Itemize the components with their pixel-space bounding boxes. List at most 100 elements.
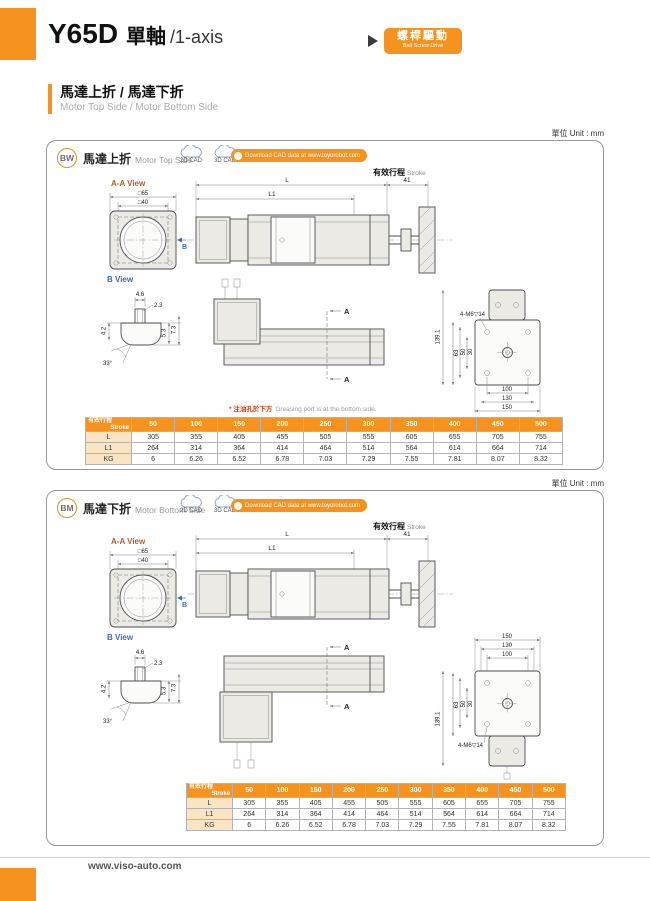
spec-value-cell: 564	[431, 808, 467, 820]
spec-value-cell: 6.78	[260, 453, 305, 465]
unit-label: 單位 Unit : mm	[551, 479, 604, 488]
stroke-col-header: 450	[475, 417, 520, 432]
spec-value-cell: 505	[303, 431, 348, 443]
spec-value-cell: 6.52	[298, 819, 333, 831]
aa-view-drawing: □65 □40 B	[109, 549, 187, 628]
spec-value-cell: 264	[130, 442, 176, 454]
row-label-cell: L	[85, 431, 132, 443]
dim-139: 139.1	[436, 711, 442, 727]
spec-value-cell: 6.26	[265, 819, 300, 831]
dim-63: 63	[454, 349, 460, 356]
cad-links: 2D CAD 3D CAD	[177, 145, 239, 164]
cad-3d-label: 3D CAD	[213, 158, 236, 164]
triangle-icon	[368, 35, 378, 47]
panel-title: 馬達下折 Motor Bottom Side	[83, 500, 205, 517]
title-axis: /1-axis	[170, 27, 224, 47]
download-cad-button[interactable]: ↓ Download CAD data at www.toyorobot.com	[231, 149, 368, 162]
side-view: A A	[219, 643, 385, 769]
section-a-label: A	[344, 375, 350, 384]
spec-value-cell: 755	[531, 797, 567, 809]
spec-value-cell: 364	[217, 442, 262, 454]
stroke-col-header: 300	[398, 783, 433, 798]
spec-value-cell: 614	[465, 808, 500, 820]
aa-view-drawing: □65 □40 B	[109, 191, 187, 270]
spec-value-cell: 6.52	[217, 453, 262, 465]
spec-value-cell: 555	[398, 797, 433, 809]
row-label-cell: L1	[186, 808, 233, 820]
badge-pill: 螺桿驅動 Ball Screw Drive	[384, 28, 462, 54]
spec-value-cell: 355	[265, 797, 300, 809]
dim-L1: L1	[268, 191, 276, 198]
spec-value-cell: 8.07	[498, 819, 533, 831]
spec-value-cell: 414	[331, 808, 367, 820]
b-view-label: B View	[107, 275, 134, 284]
cloud-icon	[180, 145, 202, 158]
dim-53: 5.3	[162, 328, 168, 337]
spec-value-cell: 314	[265, 808, 300, 820]
spec-value-cell: 464	[303, 442, 348, 454]
stroke-col-header: 500	[531, 783, 567, 798]
dim-m6: 4-M6▽14	[460, 312, 486, 318]
stroke-col-header: 150	[217, 417, 262, 432]
dim-53: 5.3	[162, 686, 168, 695]
spec-value-cell: 6	[231, 819, 267, 831]
panel-badge: BM	[57, 498, 77, 518]
dim-41: 41	[403, 177, 411, 184]
page-title: Y65D 單軸 /1-axis	[48, 18, 223, 50]
badge-label-en: Ball Screw Drive	[402, 43, 444, 49]
dim-100: 100	[502, 652, 513, 658]
b-direction-label: B	[182, 602, 187, 609]
dim-73: 7.3	[172, 683, 178, 692]
spec-value-cell: 714	[518, 442, 564, 454]
dim-sq40: □40	[138, 558, 149, 564]
section-a-label: A	[344, 643, 350, 652]
spec-value-cell: 464	[365, 808, 400, 820]
spec-value-cell: 8.32	[518, 453, 564, 465]
cad-2d-link[interactable]: 2D CAD	[177, 495, 205, 514]
stroke-col-header: 150	[298, 783, 333, 798]
spec-value-cell: 455	[260, 431, 305, 443]
dim-30: 30	[468, 700, 474, 707]
spec-value-cell: 355	[174, 431, 219, 443]
dim-100: 100	[502, 387, 513, 393]
dim-130: 130	[502, 643, 513, 649]
dim-L: L	[285, 531, 289, 538]
stroke-col-header: 200	[260, 417, 305, 432]
spec-value-cell: 405	[217, 431, 262, 443]
download-label: Download CAD data at www.toyorobot.com	[245, 502, 361, 509]
spec-value-cell: 664	[498, 808, 533, 820]
dim-L1: L1	[268, 545, 276, 552]
dim-150: 150	[502, 405, 513, 411]
mounting-plate-view: 4-M6▽14 139.1 63 50 30 100 130 150	[436, 289, 541, 413]
spec-value-cell: 7.55	[431, 819, 467, 831]
dim-L: L	[285, 177, 289, 184]
dim-41: 41	[403, 531, 411, 538]
stroke-col-header: 50	[231, 783, 267, 798]
panel-title-en: Motor Top Side	[135, 155, 193, 165]
spec-value-cell: 555	[346, 431, 391, 443]
spec-value-cell: 305	[231, 797, 267, 809]
dim-130: 130	[502, 396, 513, 402]
dim-23: 2.3	[154, 661, 163, 667]
stroke-col-header: 450	[498, 783, 533, 798]
dim-150: 150	[502, 634, 513, 640]
row-label-cell: KG	[186, 819, 233, 831]
grease-note-cn: * 注油孔於下方	[229, 406, 273, 413]
section-accent-bar	[48, 84, 52, 114]
download-cad-button[interactable]: ↓ Download CAD data at www.toyorobot.com	[231, 499, 368, 512]
panel-title-cn: 馬達下折	[83, 502, 132, 516]
cad-2d-link[interactable]: 2D CAD	[177, 145, 205, 164]
dim-50: 50	[461, 700, 467, 707]
stroke-col-header: 100	[174, 417, 219, 432]
spec-value-cell: 7.81	[465, 819, 500, 831]
spec-value-cell: 605	[431, 797, 467, 809]
section-title-en: Motor Top Side / Motor Bottom Side	[60, 102, 219, 113]
dim-63: 63	[454, 701, 460, 708]
